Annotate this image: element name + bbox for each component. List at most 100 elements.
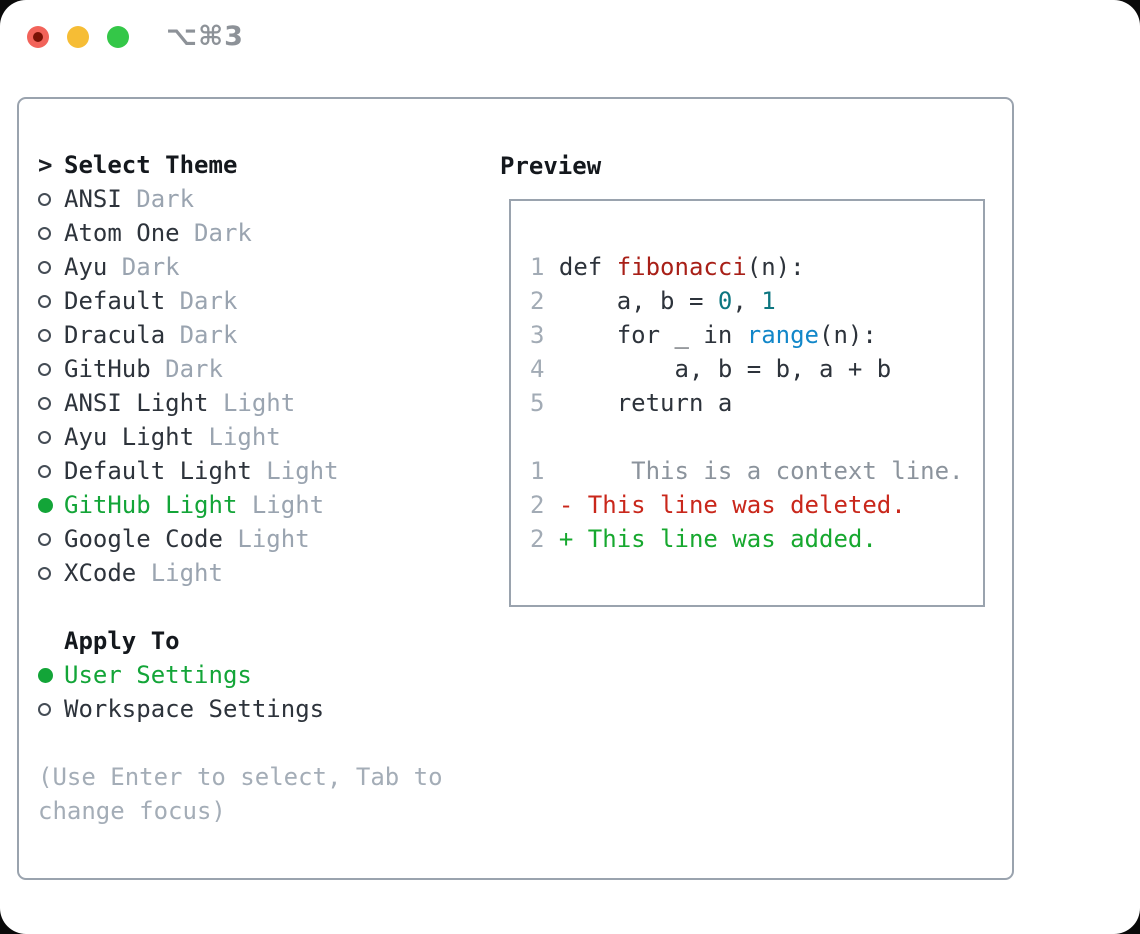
line-number: 2: [530, 525, 559, 553]
apply-option[interactable]: User Settings: [38, 658, 478, 692]
theme-name: Dracula: [64, 321, 166, 349]
window-shortcut-label: ⌥⌘3: [166, 21, 244, 52]
theme-name: ANSI Light: [64, 389, 209, 417]
code-token: fibonacci: [616, 253, 747, 281]
radio-marker: [38, 362, 64, 376]
theme-variant: Dark: [107, 253, 180, 281]
theme-option[interactable]: Dracula Dark: [38, 318, 478, 352]
radio-selected-icon: [38, 667, 53, 683]
theme-variant: Dark: [165, 287, 238, 315]
spacer: [38, 590, 478, 624]
theme-option[interactable]: ANSI Light Light: [38, 386, 478, 420]
apply-option-label: User Settings: [64, 661, 252, 689]
radio-marker: [38, 702, 64, 716]
code-token: a, b =: [558, 287, 718, 315]
line-number: 2: [530, 287, 559, 315]
radio-marker: [38, 192, 64, 206]
code-token: 0: [717, 287, 733, 315]
theme-option[interactable]: GitHub Dark: [38, 352, 478, 386]
code-token: def: [558, 253, 617, 281]
theme-option[interactable]: Ayu Light Light: [38, 420, 478, 454]
radio-marker: [38, 260, 64, 274]
radio-marker: [38, 497, 64, 513]
apply-to-header: Apply To: [38, 624, 478, 658]
theme-variant: Light: [222, 525, 310, 553]
theme-variant: Light: [237, 491, 325, 519]
theme-option[interactable]: XCode Light: [38, 556, 478, 590]
radio-unselected-icon: [38, 396, 51, 410]
chevron-right-icon: >: [38, 151, 53, 179]
radio-marker: [38, 464, 64, 478]
theme-option[interactable]: ANSI Dark: [38, 182, 478, 216]
hint-text-line-2: change focus): [38, 797, 226, 825]
minimize-button[interactable]: [67, 26, 89, 48]
theme-option[interactable]: Atom One Dark: [38, 216, 478, 250]
code-token: This is a context line.: [558, 457, 964, 485]
radio-unselected-icon: [38, 226, 51, 240]
radio-unselected-icon: [38, 566, 51, 580]
line-number: 4: [530, 355, 559, 383]
code-token: (n):: [819, 321, 877, 349]
line-number: 2: [530, 491, 559, 519]
code-token: a, b = b, a + b: [558, 355, 892, 383]
code-token: + This line was added.: [558, 525, 877, 553]
theme-variant: Dark: [150, 355, 223, 383]
theme-option[interactable]: Default Light Light: [38, 454, 478, 488]
radio-unselected-icon: [38, 328, 51, 342]
code-line: [530, 420, 963, 454]
theme-picker-title: Select Theme: [64, 151, 238, 179]
theme-option[interactable]: Ayu Dark: [38, 250, 478, 284]
theme-name: Ayu: [64, 253, 108, 281]
radio-marker: [38, 667, 64, 683]
code-line: 1 def fibonacci(n):: [530, 250, 963, 284]
theme-name: Default Light: [64, 457, 252, 485]
code-token: - This line was deleted.: [558, 491, 906, 519]
radio-marker: [38, 328, 64, 342]
close-button[interactable]: [27, 26, 49, 48]
radio-unselected-icon: [38, 702, 51, 716]
code-line: 4 a, b = b, a + b: [530, 352, 963, 386]
apply-option-label: Workspace Settings: [64, 695, 325, 723]
code-line: 1 This is a context line.: [530, 454, 963, 488]
code-line: 5 return a: [530, 386, 963, 420]
theme-option[interactable]: GitHub Light Light: [38, 488, 478, 522]
radio-marker: [38, 430, 64, 444]
theme-name: Google Code: [64, 525, 223, 553]
zoom-button[interactable]: [107, 26, 129, 48]
radio-marker: [38, 226, 64, 240]
theme-variant: Light: [136, 559, 223, 587]
code-line: 2 a, b = 0, 1: [530, 284, 963, 318]
theme-name: Ayu Light: [64, 423, 195, 451]
code-token: range: [746, 321, 819, 349]
spacer: [38, 726, 478, 760]
radio-unselected-icon: [38, 430, 51, 444]
code-token: ,: [732, 287, 762, 315]
titlebar: ⌥⌘3: [0, 0, 1140, 74]
code-token: for _ in: [558, 321, 747, 349]
radio-unselected-icon: [38, 464, 51, 478]
theme-variant: Dark: [165, 321, 238, 349]
theme-name: GitHub Light: [64, 491, 238, 519]
code-line: 3 for _ in range(n):: [530, 318, 963, 352]
theme-picker-header: > Select Theme: [38, 148, 478, 182]
theme-variant: Light: [208, 389, 296, 417]
apply-option[interactable]: Workspace Settings: [38, 692, 478, 726]
theme-name: GitHub: [64, 355, 151, 383]
preview-title: Preview: [500, 152, 602, 180]
theme-option[interactable]: Default Dark: [38, 284, 478, 318]
code-token: (n):: [746, 253, 805, 281]
theme-name: ANSI: [64, 185, 122, 213]
prompt-marker: >: [38, 151, 64, 179]
radio-marker: [38, 294, 64, 308]
hint-text-line-1: (Use Enter to select, Tab to: [38, 763, 443, 791]
line-number: 3: [530, 321, 559, 349]
theme-option[interactable]: Google Code Light: [38, 522, 478, 556]
radio-marker: [38, 396, 64, 410]
radio-unselected-icon: [38, 192, 51, 206]
radio-unselected-icon: [38, 294, 51, 308]
